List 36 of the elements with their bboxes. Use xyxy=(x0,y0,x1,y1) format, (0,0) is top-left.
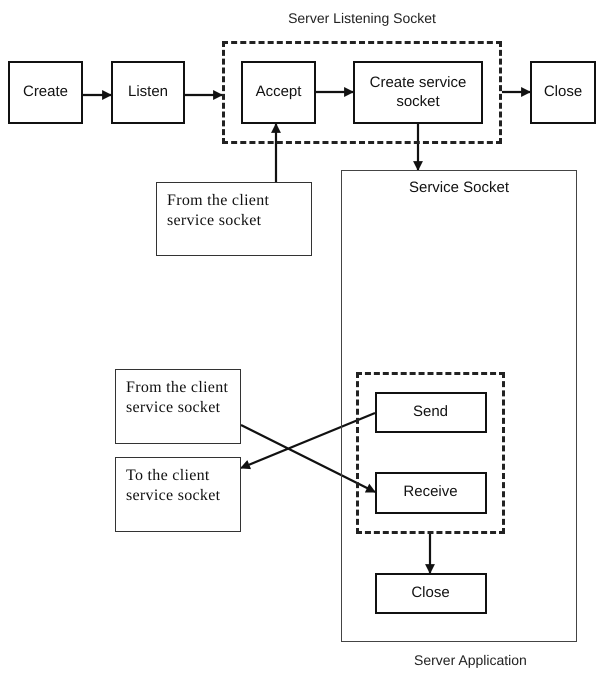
arrow xyxy=(271,123,281,182)
note-box xyxy=(156,182,312,256)
arrow xyxy=(316,87,354,97)
box-label: To the client service socket xyxy=(126,466,222,506)
arrow xyxy=(83,90,112,100)
process-box xyxy=(530,61,596,124)
arrow xyxy=(413,124,423,171)
caption-label: Server Application xyxy=(414,652,527,668)
box-label: Close xyxy=(544,83,582,102)
process-box xyxy=(374,392,486,432)
arrow xyxy=(425,534,435,574)
box-label: Listen xyxy=(128,83,168,102)
box-label: Create xyxy=(22,83,68,102)
process-box xyxy=(111,61,185,124)
container-heading: Service Socket xyxy=(408,179,510,198)
note-box xyxy=(115,457,241,532)
note-box xyxy=(115,369,241,444)
process-box xyxy=(374,472,486,514)
box-label: Create service socket xyxy=(368,74,468,112)
process-box xyxy=(241,61,316,124)
arrow xyxy=(240,412,376,470)
group-heading: Server Listening Socket xyxy=(287,10,437,26)
box-label: Accept xyxy=(256,83,302,102)
container-box xyxy=(341,170,577,642)
process-box xyxy=(374,572,486,614)
arrow xyxy=(240,424,376,493)
arrow xyxy=(502,87,531,97)
box-label: Close xyxy=(411,584,450,602)
box-label: From the client service socket xyxy=(167,191,270,231)
process-box xyxy=(353,61,483,124)
box-label: From the client service socket xyxy=(126,378,230,418)
box-label: Receive xyxy=(403,483,458,502)
arrow xyxy=(185,90,223,100)
dashed-group-box xyxy=(356,372,504,534)
box-label: Send xyxy=(412,402,448,422)
process-box xyxy=(8,61,83,124)
